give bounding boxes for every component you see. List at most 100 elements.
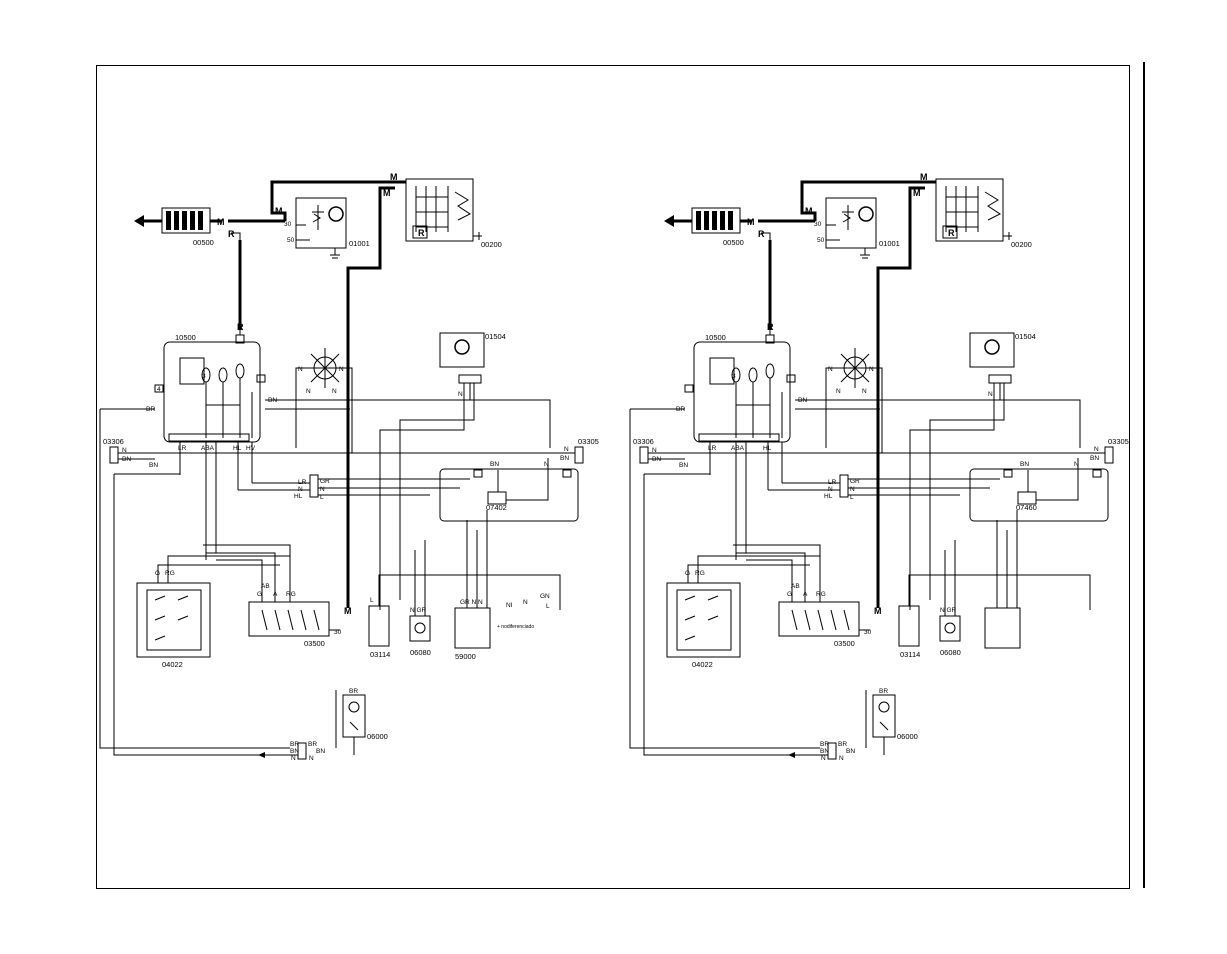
wire-label: BR [308,741,317,748]
wire-label: LR [178,445,187,452]
wire-label: M [913,188,921,198]
wire-label: GR N N [460,599,483,606]
label-ecu: 10500 [705,333,726,342]
wire-label: M [344,606,352,616]
wire-label: BN [820,748,829,755]
label-panel: 07460 [1016,503,1037,512]
wire-label: N [828,366,833,373]
wire-label: BR [349,688,358,695]
wire-label: 30 [284,221,292,228]
wire-label: BN [316,748,325,755]
label-alternator: 00200 [1011,240,1032,249]
label-fan: 01504 [485,332,506,341]
wire-label: N [332,388,337,395]
wire-label: BN [652,456,661,463]
wire-label: BN [560,455,569,462]
wire-label: N [828,486,833,493]
wire-label: AB [261,583,270,590]
wire-label: A [803,591,808,598]
wire-label: LR [708,445,717,452]
wire-label: M [747,217,755,227]
wire-label: R [758,229,765,239]
diagram-frame [96,65,1130,889]
wire-label: L [546,603,550,610]
wire-label: N [339,366,344,373]
wire-label: 4 [157,386,161,393]
label-switch: 04022 [692,660,713,669]
wire-label: N [1074,461,1079,468]
label-lamp2: 06000 [367,732,388,741]
wire-label: 30 [334,629,342,636]
wire-label: BN [149,462,158,469]
wire-label: GN [540,593,550,600]
label-panel: 07402 [486,503,507,512]
wire-label: RG [695,570,705,577]
label-switch: 04022 [162,660,183,669]
wire-label: BN [1090,455,1099,462]
wire-label: G [787,591,792,598]
wire-label: N [652,447,657,454]
wire-label: HL [294,493,303,500]
diagram-left-graphics [98,177,585,761]
wire-label: N [523,599,528,606]
label-conn-left: 03306 [103,437,124,446]
wire-label: RG [816,591,826,598]
wire-label: N [298,486,303,493]
wire-label: BN [679,462,688,469]
wire-label: R [237,322,244,332]
label-lamp2: 06000 [897,732,918,741]
wire-label: G [155,570,160,577]
label-starter: 01001 [879,239,900,248]
wire-label: BR [879,688,888,695]
label-fan: 01504 [1015,332,1036,341]
wire-label: N [836,388,841,395]
wire-label: GR [320,478,330,485]
wire-label: ABA [201,445,215,452]
label-alternator: 00200 [481,240,502,249]
wire-label: N [544,461,549,468]
wire-label: N [298,366,303,373]
label-starter: 01001 [349,239,370,248]
wire-label: GR [850,478,860,485]
wire-label: N [291,755,296,762]
wire-label: N [320,486,325,493]
wire-label: AB [791,583,800,590]
wire-label: HL [824,493,833,500]
wire-label: M [874,606,882,616]
wire-label: BN [268,397,277,404]
label-battery: 00500 [193,238,214,247]
wire-label: N GR [410,607,427,614]
wire-label: + nodiferenciado [497,624,534,630]
wire-label: BN [490,461,499,468]
wire-label: BR [146,406,155,413]
wire-label: N [122,447,127,454]
wire-label: HV [246,445,256,452]
page-edge-line [1143,62,1145,888]
wire-label: LR [298,479,307,486]
wire-label: N [458,391,463,398]
wire-label: N [564,446,569,453]
wire-label: A [273,591,278,598]
wire-label: M [217,217,225,227]
wire-label: 3 [202,373,206,380]
wire-label: M [275,206,283,216]
wire-label: M [920,172,928,182]
wire-label: 30 [814,221,822,228]
wire-label: BR [676,406,685,413]
wire-label: N [309,755,314,762]
label-relaybox: 03500 [304,639,325,648]
wire-label: ABA [731,445,745,452]
wire-label: BN [798,397,807,404]
label-coil: 59000 [455,652,476,661]
wire-label: G [257,591,262,598]
label-conn-right: 03305 [1108,437,1129,446]
wire-label: L [850,494,854,501]
wire-label: HL [763,445,772,452]
wire-label: M [805,206,813,216]
wire-label: BR [290,741,299,748]
label-relaybox: 03500 [834,639,855,648]
wire-label: R [228,229,235,239]
label-lamp: 06080 [940,648,961,657]
wire-label: LR [828,479,837,486]
